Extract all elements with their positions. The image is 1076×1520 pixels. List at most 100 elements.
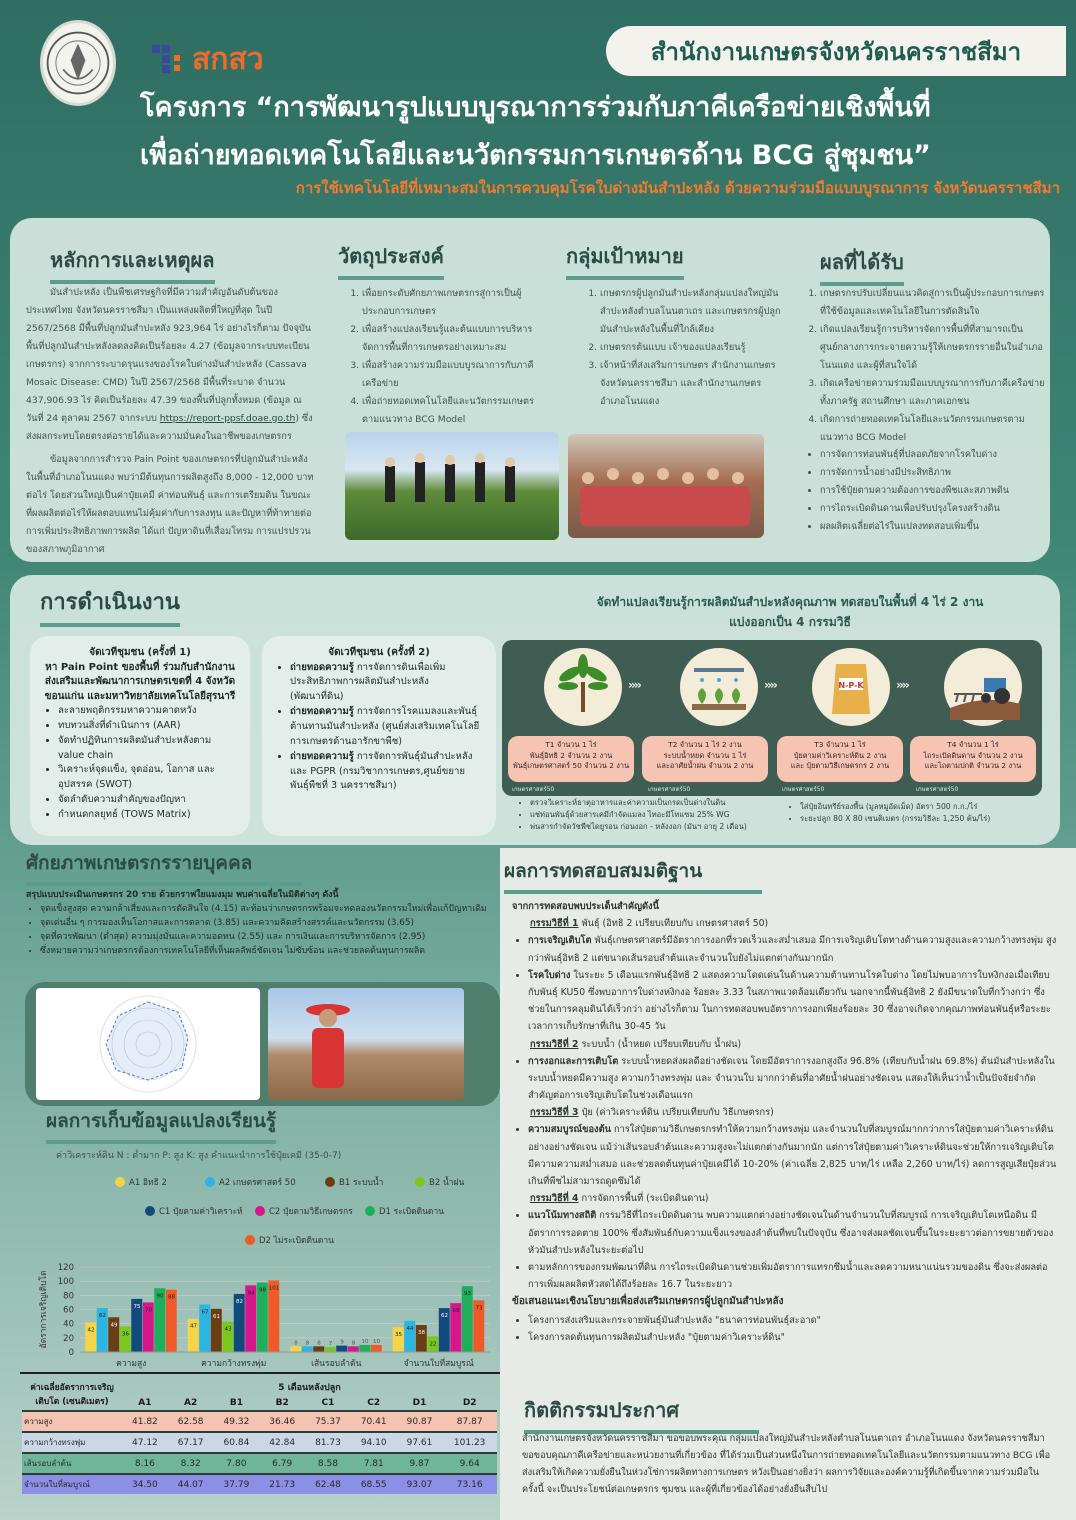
report-link[interactable]: https://report-ppsf.doae.go.th: [159, 412, 296, 424]
outcomes-list: เกษตรกรปรับเปลี่ยนแนวคิดสู่การเป็นผู้ประ…: [806, 285, 1046, 446]
forum-1-title: จัดเวทีชุมชน (ครั้งที่ 1) หา Pain Point …: [44, 647, 236, 702]
table-cell: 37.79: [213, 1473, 260, 1494]
bar: [313, 1346, 325, 1352]
treatment-steps-strip: ›››› ›››› N-P-K ›››› T1 จำนวน 1 ไร่ พันธ…: [502, 640, 1042, 796]
bar: [404, 1320, 416, 1352]
project-subtitle: การใช้เทคโนโลยีที่เหมาะสมในการควบคุมโรคใ…: [295, 179, 1060, 197]
forum-1-item: วิเคราะห์จุดแข็ง, จุดอ่อน, โอกาส และอุปส…: [58, 763, 236, 793]
plot-note: พ่นสารกำจัดวัชพืชไดยูรอน ก่อนงอก - หลังง…: [530, 821, 780, 833]
table-cell: 94.10: [350, 1431, 397, 1453]
table-cell: 8.16: [122, 1452, 168, 1474]
treatment-label: กรรมวิธีที่ 1: [530, 918, 579, 930]
table-cell: 8.32: [167, 1452, 214, 1474]
treatment-label: กรรมวิธีที่ 3: [530, 1107, 579, 1119]
operations-heading: การดำเนินงาน: [40, 584, 180, 627]
org-badge: สำนักงานเกษตรจังหวัดนครราชสีมา: [606, 26, 1066, 76]
forum-2-item-text: การจัดการดินเพื่อเพิ่มประสิทธิภาพการผลิต…: [290, 661, 446, 703]
finding-item: แนวโน้มทางสถิติ กรรมวิธีที่ไถระเบิดดินดา…: [528, 1207, 1057, 1259]
table-column-header: A2: [184, 1398, 198, 1408]
bar-value-label: 73: [476, 1305, 483, 1311]
potential-summary: สรุปแบบประเมินเกษตรกร 20 ราย ด้วยกราฟใยแ…: [26, 890, 339, 900]
bar-value-label: 49: [111, 1322, 118, 1328]
outcome-item: เกิดการถ่ายทอดเทคโนโลยีและนวัตกรรมเกษตรต…: [820, 411, 1046, 447]
tractor-plough-icon: [944, 648, 1022, 726]
bar-value-label: 82: [236, 1299, 243, 1305]
principles-text: มันสำปะหลัง เป็นพืชเศรษฐกิจที่มีความสำคั…: [26, 284, 316, 565]
radar-chart-image: [36, 988, 260, 1100]
finding-item: ความสมบูรณ์ของต้น การใส่ปุ๋ยตามวิธีเกษตร…: [528, 1121, 1057, 1190]
bar-value-label: 101: [269, 1285, 280, 1291]
objective-item: เพื่อสร้างแปลงเรียนรู้และต้นแบบการบริหาร…: [362, 321, 548, 357]
treatment-findings: การงอกและการเติบโต ระบบน้ำหยดส่งผลดีอย่า…: [512, 1053, 1057, 1105]
bar-value-label: 43: [225, 1327, 232, 1333]
bar-value-label: 62: [99, 1313, 106, 1319]
finding-text: การใส่ปุ๋ยตามวิธีเกษตรกรทำให้ความกว้างทร…: [528, 1124, 1057, 1187]
plot-data-heading: ผลการเก็บข้อมูลแปลงเรียนรู้: [46, 1106, 277, 1144]
table-cell: 9.87: [396, 1452, 443, 1474]
policy-list: โครงการส่งเสริมและกระจายพันธุ์มันสำปะหลั…: [512, 1312, 1057, 1346]
treatment-findings: แนวโน้มทางสถิติ กรรมวิธีที่ไถระเบิดดินดา…: [512, 1207, 1057, 1293]
table-column-header: D2: [462, 1398, 477, 1408]
outcomes-bullets: การจัดการท่อนพันธุ์ที่ปลอดภัยจากโรคใบด่า…: [806, 446, 1046, 536]
bar-value-label: 75: [134, 1304, 141, 1310]
principles-para-2: ข้อมูลจากการสำรวจ Pain Point ของเกษตรกรท…: [26, 454, 314, 556]
x-category-label: เส้นรอบลำต้น: [311, 1358, 361, 1369]
table-cell: 42.84: [259, 1431, 306, 1453]
table-cell: 49.32: [213, 1410, 260, 1432]
hypothesis-text: จากการทดสอบพบประเด็นสำคัญดังนี้ กรรมวิธี…: [512, 898, 1057, 1346]
npk-fertilizer-icon: N-P-K: [812, 648, 890, 726]
table-cell: 101.23: [442, 1431, 497, 1453]
table-cell: 90.87: [396, 1410, 443, 1432]
table-cell: 60.84: [213, 1431, 260, 1453]
treatment-desc: ปุ๋ย (ค่าวิเคราะห์ดิน เปรียบเทียบกับ วิธ…: [578, 1107, 774, 1119]
bar-value-label: 36: [122, 1332, 129, 1338]
bar: [222, 1321, 234, 1352]
treatment-label: กรรมวิธีที่ 2: [530, 1038, 579, 1050]
potential-summary-block: สรุปแบบประเมินเกษตรกร 20 ราย ด้วยกราฟใยแ…: [26, 888, 500, 958]
step-arrow: ››››: [764, 678, 778, 692]
treatment-heading: กรรมวิธีที่ 3 ปุ๋ย (ค่าวิเคราะห์ดิน เปรี…: [512, 1104, 1057, 1121]
project-title: โครงการ “การพัฒนารูปแบบบูรณาการร่วมกับภา…: [140, 84, 1060, 180]
row-label: จำนวนใบที่สมบูรณ์: [22, 1473, 122, 1494]
bar-value-label: 22: [430, 1341, 437, 1347]
step-caption: เกษตรศาสตร์50: [782, 786, 825, 793]
treatment-desc: ระบบน้ำ (น้ำหยด เปรียบเทียบกับ น้ำฝน): [578, 1038, 742, 1050]
bar: [165, 1289, 177, 1352]
table-cell: 75.37: [305, 1410, 351, 1432]
potential-item: ซึ่งหมายความว่าเกษตรกรต้องการเทคโนโลยีที…: [40, 944, 500, 958]
table-cell: 93.07: [396, 1473, 443, 1494]
potential-item: จุดเด่นอื่น ๆ การมองเห็นโอกาสและการตลาด …: [40, 916, 500, 930]
treatment-findings: ความสมบูรณ์ของต้น การใส่ปุ๋ยตามวิธีเกษตร…: [512, 1121, 1057, 1190]
finding-item: การเจริญเติบโต พันธุ์เกษตรศาสตร์มีอัตราก…: [528, 932, 1057, 966]
bar-value-label: 98: [259, 1288, 266, 1294]
policy-item: โครงการลดต้นทุนการผลิตมันสำปะหลัง "ปุ๋ยต…: [528, 1329, 1057, 1346]
potential-heading: ศักยภาพเกษตรกรรายบุคคล: [26, 848, 303, 886]
bar-value-label: 8: [317, 1340, 321, 1346]
legend-label: D1 ระเบิดดินดาน: [379, 1207, 444, 1217]
treatment-findings: การเจริญเติบโต พันธุ์เกษตรศาสตร์มีอัตราก…: [512, 932, 1057, 1035]
y-tick-label: 100: [58, 1277, 74, 1287]
plot-notes-right: ใส่ปุ๋ยอินทรีย์รองพื้น (มูลหมูอัดเม็ด) อ…: [790, 801, 1050, 825]
outcome-bullet: การจัดการน้ำอย่างมีประสิทธิภาพ: [820, 464, 1046, 482]
bar-value-label: 44: [407, 1326, 414, 1332]
finding-item: ตามหลักการของกรมพัฒนาที่ดิน การไถระเบิดด…: [528, 1259, 1057, 1293]
table-cell: 36.46: [259, 1410, 306, 1432]
step-label-t1: T1 จำนวน 1 ไร่ พันธุ์อิทธิ 2 จำนวน 2 งาน…: [508, 736, 634, 782]
step-label-t3: T3 จำนวน 1 ไร่ ปุ๋ยตามค่าวิเคราะห์ดิน 2 …: [777, 736, 903, 782]
table-corner-header: ค่าเฉลี่ยอัตราการเจริญเติบโต (เซนติเมตร): [30, 1383, 114, 1407]
bar: [450, 1303, 462, 1352]
targets-heading: กลุ่มเป้าหมาย: [566, 240, 684, 280]
drip-irrigation-icon: [680, 648, 758, 726]
forum-2-item-text: การจัดการพันธุ์มันสำปะหลัง และ PGPR (กรม…: [290, 750, 473, 792]
bar-value-label: 9: [340, 1340, 344, 1346]
table-cell: 34.50: [122, 1473, 168, 1494]
legend-label: B1 ระบบน้ำ: [339, 1176, 383, 1188]
table-cell: 8.58: [305, 1452, 351, 1474]
forum-2-item: ถ่ายทอดความรู้ การจัดการพันธุ์มันสำปะหลั…: [290, 750, 482, 795]
table-column-header: B1: [229, 1398, 243, 1408]
legend-swatch: [245, 1235, 255, 1245]
row-label: ความสูง: [22, 1410, 122, 1432]
objectives-list: เพื่อยกระดับศักยภาพเกษตรกรสู่การเป็นผู้ป…: [348, 285, 548, 429]
step-arrow: ››››: [896, 678, 910, 692]
bar-value-label: 38: [418, 1330, 425, 1336]
